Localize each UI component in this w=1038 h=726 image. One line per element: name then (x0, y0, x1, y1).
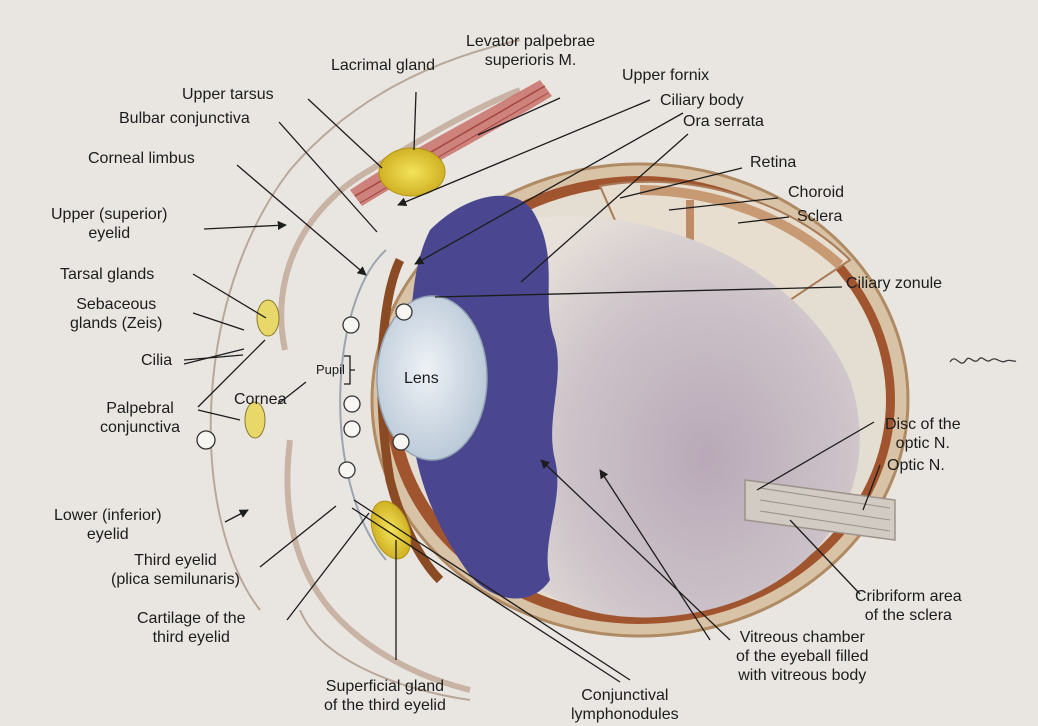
label-cribriform-area: Cribriform area of the sclera (855, 587, 962, 625)
label-palpebral-conjunctiva: Palpebral conjunctiva (100, 399, 180, 437)
label-lower-eyelid: Lower (inferior) eyelid (54, 506, 162, 544)
signature-icon (948, 348, 1018, 372)
label-conjunctival-lymphonodules: Conjunctival lymphonodules (571, 686, 679, 724)
label-sebaceous-glands: Sebaceous glands (Zeis) (70, 295, 162, 333)
label-ora-serrata: Ora serrata (683, 112, 764, 131)
tarsal-gland-shape (257, 300, 279, 336)
label-third-eyelid: Third eyelid (plica semilunaris) (111, 551, 240, 589)
label-tarsal-glands: Tarsal glands (60, 265, 154, 284)
label-retina: Retina (750, 153, 796, 172)
label-ciliary-zonule: Ciliary zonule (846, 274, 942, 293)
label-lacrimal-gland: Lacrimal gland (331, 56, 435, 75)
label-cilia: Cilia (141, 351, 172, 370)
label-lens: Lens (404, 369, 439, 388)
label-corneal-limbus: Corneal limbus (88, 149, 195, 168)
label-cornea: Cornea (234, 390, 286, 409)
label-superficial-gland: Superficial gland of the third eyelid (324, 677, 446, 715)
label-cartilage-third-eyelid: Cartilage of the third eyelid (137, 609, 246, 647)
pupil-bracket (344, 356, 355, 384)
label-upper-eyelid: Upper (superior) eyelid (51, 205, 167, 243)
label-bulbar-conjunctiva: Bulbar conjunctiva (119, 109, 250, 128)
label-pupil: Pupil (316, 362, 345, 378)
label-upper-fornix: Upper fornix (622, 66, 709, 85)
label-vitreous-chamber: Vitreous chamber of the eyeball filled w… (736, 628, 869, 685)
label-optic-n: Optic N. (887, 456, 945, 475)
label-levator: Levator palpebrae superioris M. (466, 32, 595, 70)
label-sclera: Sclera (797, 207, 842, 226)
label-ciliary-body: Ciliary body (660, 91, 744, 110)
lacrimal-gland-shape (379, 148, 445, 196)
label-upper-tarsus: Upper tarsus (182, 85, 274, 104)
label-choroid: Choroid (788, 183, 844, 202)
label-disc-optic: Disc of the optic N. (885, 415, 961, 453)
